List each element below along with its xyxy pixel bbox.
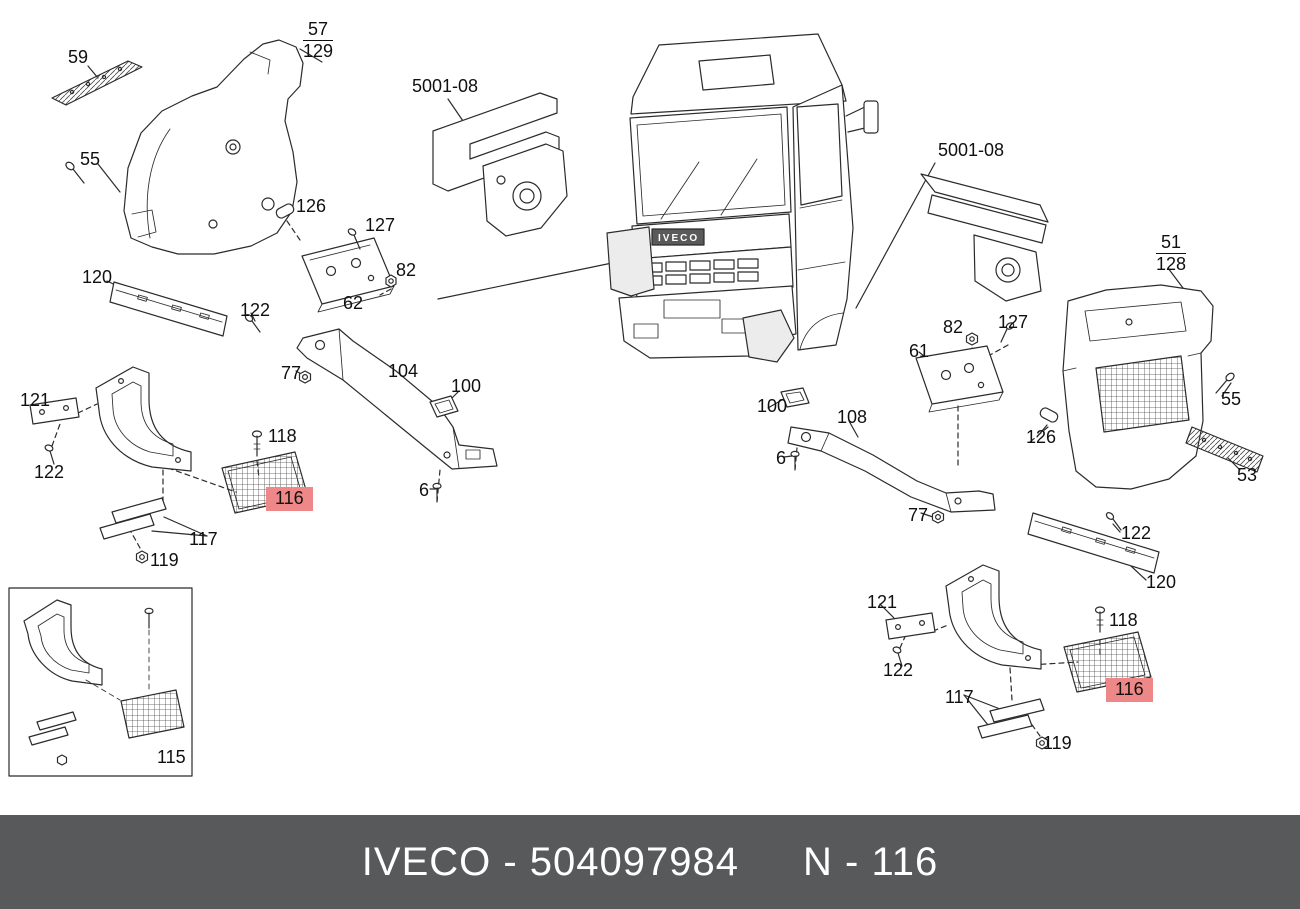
pads-117-right-drawing	[977, 698, 1045, 739]
mounting-plate-62-drawing	[301, 237, 395, 313]
assembly-dashed-lines	[51, 220, 1101, 737]
nut-77-left-drawing	[298, 370, 312, 384]
bushing-126-right-drawing	[1039, 407, 1059, 423]
support-bracket-right-drawing	[945, 564, 1042, 670]
bolt-6-left-drawing	[432, 482, 442, 502]
bolt-6-right-drawing	[790, 450, 800, 470]
tread-strip-53-drawing	[1185, 426, 1264, 473]
nut-119-right-drawing	[1035, 736, 1049, 750]
step-grate-116-right-drawing	[1063, 631, 1152, 693]
nut-119-left-drawing	[135, 550, 149, 564]
bolt-127-right-drawing	[1000, 322, 1015, 343]
fender-panel-57-129-drawing	[123, 39, 304, 255]
screw-55-right-drawing	[1215, 372, 1235, 394]
cab-logo-text: IVECO	[658, 233, 699, 244]
bolt-127-left-drawing	[347, 228, 361, 250]
screw-122-left-lower-drawing	[44, 444, 55, 465]
screw-122-right-lower-drawing	[892, 646, 903, 667]
support-arm-108-drawing	[787, 426, 996, 513]
pad-100-right-drawing	[780, 387, 810, 408]
footer-reference: N - 116	[803, 839, 939, 884]
support-bracket-left-drawing	[95, 366, 192, 472]
truck-cab-drawing: IVECO	[606, 33, 879, 363]
step-grate-116-left-drawing	[221, 451, 309, 514]
frame-rail-5001-08-left-drawing	[432, 92, 568, 237]
footer-banner: IVECO - 504097984 N - 116	[0, 815, 1300, 909]
bolt-118-left-drawing	[251, 430, 263, 457]
pad-100-left-drawing	[429, 395, 459, 418]
sill-panel-120-left-drawing	[109, 281, 228, 337]
bolt-118-right-drawing	[1094, 606, 1106, 633]
frame-rail-5001-08-right-drawing	[920, 173, 1049, 302]
screw-122-right-upper-drawing	[1105, 512, 1122, 531]
footer-part-number: IVECO - 504097984	[361, 839, 740, 884]
nut-82-right-drawing	[965, 332, 979, 346]
nut-77-right-drawing	[931, 510, 945, 524]
leader-lines	[87, 48, 1241, 726]
plate-121-right-drawing	[885, 612, 936, 640]
plate-121-left-drawing	[29, 397, 80, 425]
screw-55-left-drawing	[65, 161, 85, 184]
mirror-drawing	[863, 100, 879, 134]
parts-diagram-canvas: IVECO	[8, 33, 1264, 777]
tread-strip-59-drawing	[51, 60, 143, 106]
bushing-126-left-drawing	[275, 203, 295, 219]
pads-117-left-drawing	[99, 497, 167, 540]
mounting-plate-61-drawing	[915, 345, 1004, 413]
sill-panel-120-right-drawing	[1027, 512, 1160, 574]
nut-82-left-drawing	[385, 274, 397, 288]
support-arm-104-drawing	[296, 328, 498, 470]
screw-122-left-upper-drawing	[244, 314, 261, 333]
inset-box-drawing	[8, 587, 193, 777]
step-well-panel-51-128-drawing	[1062, 284, 1214, 490]
